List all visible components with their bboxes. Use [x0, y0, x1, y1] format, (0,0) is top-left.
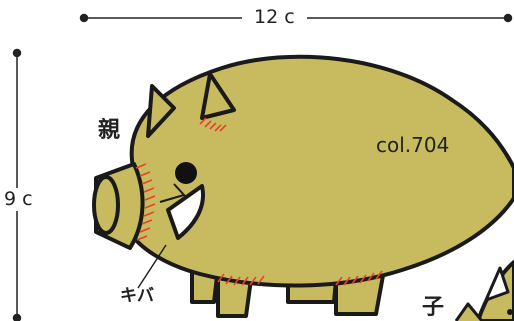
- tusk-arrow: [159, 183, 186, 203]
- stitch-marks: [135, 117, 383, 286]
- height-dimension-line: [12, 48, 22, 321]
- eye: [175, 162, 197, 184]
- width-dimension-label: 12 c: [242, 8, 307, 27]
- child-piece: [454, 260, 514, 321]
- snout: [92, 162, 145, 250]
- parent-label: 親: [98, 118, 121, 143]
- height-dimension-label: 9 c: [4, 188, 33, 211]
- tusk-label: キバ: [120, 286, 154, 306]
- left-ear: [146, 84, 176, 138]
- snout-tip: [92, 175, 120, 235]
- right-ear: [200, 72, 236, 120]
- child-label: 子: [422, 295, 445, 320]
- color-code-label: col.704: [376, 133, 450, 157]
- tusk-leader-line: [137, 244, 167, 289]
- tusk: [166, 184, 205, 240]
